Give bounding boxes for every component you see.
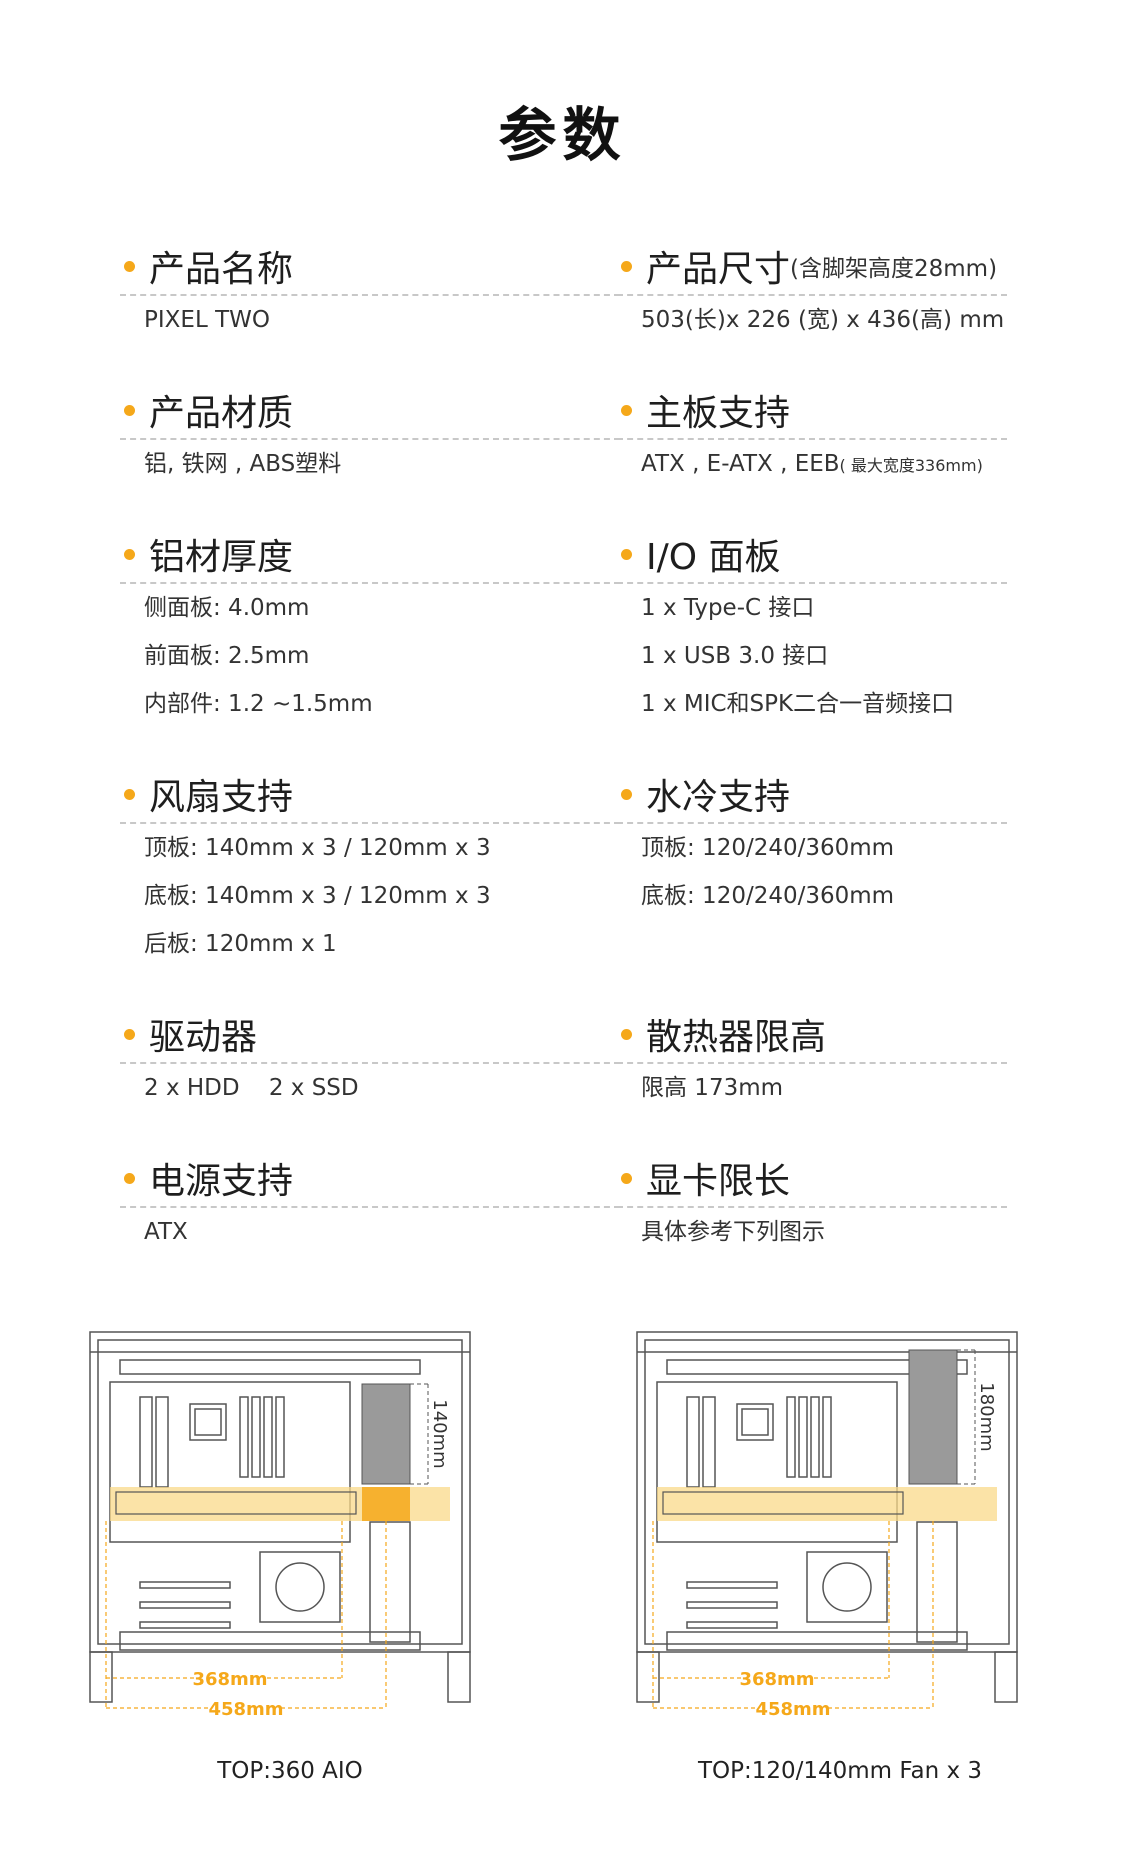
spec-cooler-height: 散热器限高 限高 173mm	[617, 1008, 1007, 1112]
spec-psu-support: 电源支持 ATX	[120, 1152, 620, 1256]
spec-material: 产品材质 铝, 铁网 , ABS塑料	[120, 384, 620, 488]
spec-liquid-cooling: 水冷支持 顶板: 120/240/360mm 底板: 120/240/360mm	[617, 768, 1007, 920]
bullet-dot	[621, 1172, 632, 1184]
spec-gpu-length: 显卡限长 具体参考下列图示	[617, 1152, 1007, 1256]
case-diagram-fans: 180mm 368mm 458mm	[636, 1331, 1018, 1720]
spec-dimensions: 产品尺寸(含脚架高度28mm) 503(长)x 226 (宽) x 436(高)…	[617, 240, 1007, 344]
side-dimension-label: 180mm	[976, 1382, 997, 1451]
bullet-dot	[124, 1028, 135, 1040]
bullet-dot	[124, 788, 135, 800]
page-title: 参数	[498, 101, 627, 169]
spec-motherboard-support: 主板支持 ATX , E-ATX , EEB( 最大宽度336mm)	[617, 384, 1007, 488]
bullet-dot	[621, 788, 632, 800]
bullet-dot	[621, 548, 632, 560]
bullet-dot	[124, 548, 135, 560]
spec-fan-support: 风扇支持 顶板: 140mm x 3 / 120mm x 3 底板: 140mm…	[120, 768, 620, 968]
bullet-dot	[621, 260, 632, 272]
spec-drives: 驱动器 2 x HDD 2 x SSD	[120, 1008, 620, 1112]
spec-product-name: 产品名称 PIXEL TWO	[120, 240, 620, 344]
bullet-dot	[124, 1172, 135, 1184]
diagram-caption: TOP:360 AIO	[217, 1758, 363, 1784]
spec-aluminum-thickness: 铝材厚度 侧面板: 4.0mm 前面板: 2.5mm 内部件: 1.2 ~1.5…	[120, 528, 620, 728]
bullet-dot	[124, 260, 135, 272]
diagram-caption: TOP:120/140mm Fan x 3	[697, 1758, 983, 1784]
dimension-label-short: 368mm	[192, 1669, 267, 1690]
side-dimension-label: 140mm	[429, 1399, 450, 1468]
spec-io-panel: I/O 面板 1 x Type-C 接口 1 x USB 3.0 接口 1 x …	[617, 528, 1007, 728]
dimension-label-short: 368mm	[739, 1669, 814, 1690]
dimension-label-long: 458mm	[755, 1699, 830, 1720]
bullet-dot	[621, 404, 632, 416]
case-diagram-360-aio: 140mm 368mm 458mm	[89, 1331, 471, 1720]
bullet-dot	[621, 1028, 632, 1040]
dimension-label-long: 458mm	[208, 1699, 283, 1720]
bullet-dot	[124, 404, 135, 416]
